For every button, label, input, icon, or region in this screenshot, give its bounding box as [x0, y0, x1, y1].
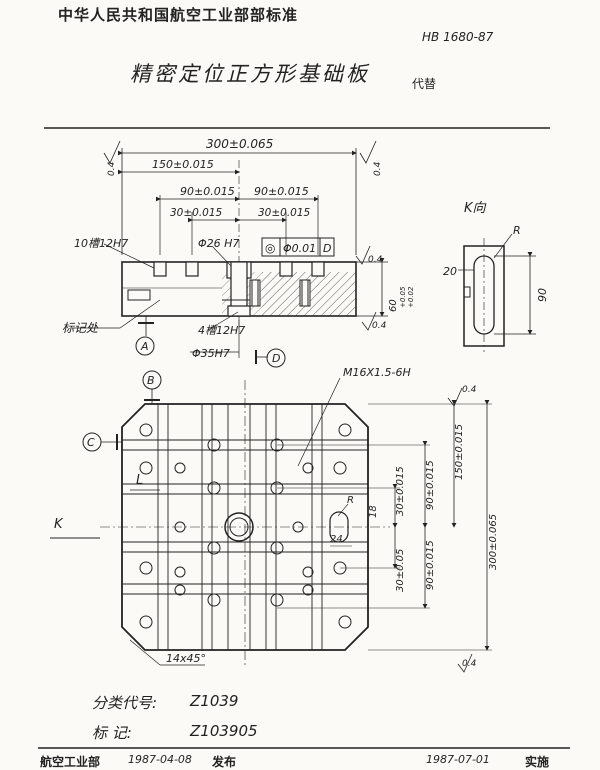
plan-dim-30-upper: 30±0.015 — [395, 466, 406, 516]
bore-dim: Φ26 H7 — [198, 237, 239, 250]
plan-radius: R — [347, 495, 354, 506]
plan-dim-24: 24 — [330, 534, 343, 545]
k-width: 20 — [443, 265, 457, 278]
k-length: 90 — [536, 288, 549, 302]
roughness-top: 0.4 — [368, 255, 383, 265]
plan-dim-90-upper: 90±0.015 — [425, 460, 436, 510]
plan-dim-18: 18 — [368, 505, 379, 518]
datum-C-label: C — [87, 436, 95, 449]
label-L: L — [136, 473, 143, 488]
issue-date: 1987-04-08 — [128, 753, 192, 766]
k-view — [458, 233, 536, 352]
dim-30-left: 30±0.015 — [170, 207, 223, 219]
slots-top: 10槽12H7 — [74, 237, 128, 250]
height-tol-upper: +0.05 — [399, 286, 407, 308]
height-tol-lower: +0.02 — [407, 286, 415, 308]
page-title: 精密定位正方形基础板 — [130, 62, 370, 86]
plan-dim-overall: 300±0.065 — [488, 514, 499, 570]
mark-value: Z103905 — [190, 722, 258, 740]
tolerance-value: Φ0.01 — [283, 242, 316, 255]
plan-dim-150: 150±0.015 — [454, 424, 465, 480]
arrow-K-label: K — [54, 517, 64, 532]
plan-roughness-bottom: 0.4 — [462, 659, 477, 669]
tolerance-symbol: ◎ — [265, 241, 275, 255]
k-view-labels: K向 R 20 90 — [443, 201, 549, 302]
classification-code-label: 分类代号: — [92, 694, 158, 712]
mark-label: 标 记: — [92, 724, 132, 742]
datum-D-label: D — [272, 352, 280, 365]
k-view-title: K向 — [464, 201, 487, 216]
section-view-labels: 300±0.065 150±0.015 90±0.015 90±0.015 30… — [62, 137, 415, 365]
dim-90-left: 90±0.015 — [180, 185, 235, 198]
plan-view — [50, 370, 492, 673]
marking-location: 标记处 — [62, 321, 99, 335]
section-view — [72, 140, 388, 368]
roughness-bottom: 0.4 — [372, 321, 387, 331]
k-radius: R — [513, 224, 521, 237]
datum-B-label: B — [147, 374, 155, 387]
chamfer-spec: 14x45° — [166, 652, 206, 665]
slots-bottom: 4槽12H7 — [198, 324, 245, 337]
plan-dim-30-lower: 30±0.05 — [395, 549, 406, 592]
counterbore-dim: Φ35H7 — [192, 347, 230, 360]
roughness-right: 0.4 — [373, 161, 383, 176]
plan-dim-90-lower: 90±0.015 — [425, 540, 436, 590]
datum-A-label: A — [140, 340, 149, 353]
dim-overall: 300±0.065 — [206, 137, 273, 151]
classification-code-value: Z1039 — [190, 692, 239, 710]
replaces-label: 代替 — [412, 77, 437, 91]
effective-date: 1987-07-01 — [426, 753, 490, 766]
thread-spec: M16X1.5-6H — [343, 366, 411, 379]
standard-number: HB 1680-87 — [422, 30, 494, 44]
height-dim: 60 — [388, 299, 399, 312]
dim-30-right: 30±0.015 — [258, 207, 311, 219]
dim-90-right: 90±0.015 — [254, 185, 309, 198]
roughness-left: 0.4 — [107, 161, 117, 176]
plan-view-labels: B C M16X1.5-6H 0.4 0.4 L K 150±0.015 90±… — [54, 366, 499, 669]
standard-org: 中华人民共和国航空工业部部标准 — [58, 6, 299, 24]
dim-150: 150±0.015 — [152, 158, 214, 171]
plan-roughness-top: 0.4 — [462, 385, 477, 395]
tolerance-datum: D — [323, 242, 331, 255]
